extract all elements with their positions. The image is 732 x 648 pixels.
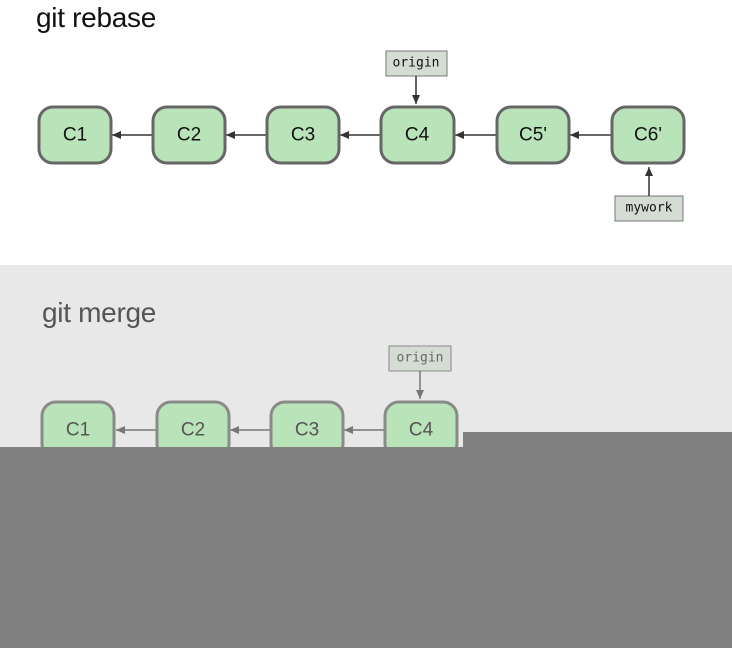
rebase-panel [0,0,732,265]
rebase-ref-origin: origin [385,50,448,77]
rebase-commit-c1: C1 [37,105,113,165]
rebase-commit-c3-label: C3 [291,125,315,146]
rebase-commit-c6-label: C6' [634,125,662,146]
rebase-commit-c5-label: C5' [519,125,547,146]
merge-commit-c2: C2 [155,400,231,460]
rebase-graph: C1 C2 C3 C4 C5' C6' origin [37,50,686,222]
merge-commit-c1-label: C1 [66,420,90,441]
rebase-ref-origin-label: origin [393,56,440,71]
merge-ref-origin-label: origin [397,351,444,366]
rebase-title: git rebase [36,2,156,33]
rebase-commit-c2-label: C2 [177,125,201,146]
rebase-ref-mywork: mywork [614,195,684,222]
rebase-commit-c3: C3 [265,105,341,165]
rebase-commit-c5: C5' [495,105,571,165]
merge-commit-c3: C3 [269,400,345,460]
rebase-commit-c4: C4 [379,105,456,165]
rebase-commit-c2: C2 [151,105,227,165]
rebase-commit-c1-label: C1 [63,125,87,146]
merge-title: git merge [42,297,157,328]
merge-commit-c4: C4 [383,400,459,460]
merge-commit-c3-label: C3 [295,420,319,441]
merge-commit-c2-label: C2 [181,420,205,441]
rebase-commit-c6: C6' [610,105,686,165]
merge-graph: C1 C2 C3 C4 origin [40,345,459,460]
rebase-ref-mywork-label: mywork [626,201,673,216]
gray-overlay-area [0,447,732,648]
merge-ref-origin: origin [388,345,452,372]
rebase-commit-c4-label: C4 [405,125,430,146]
merge-commit-c4-label: C4 [409,420,434,441]
gray-overlay-block [463,432,732,448]
